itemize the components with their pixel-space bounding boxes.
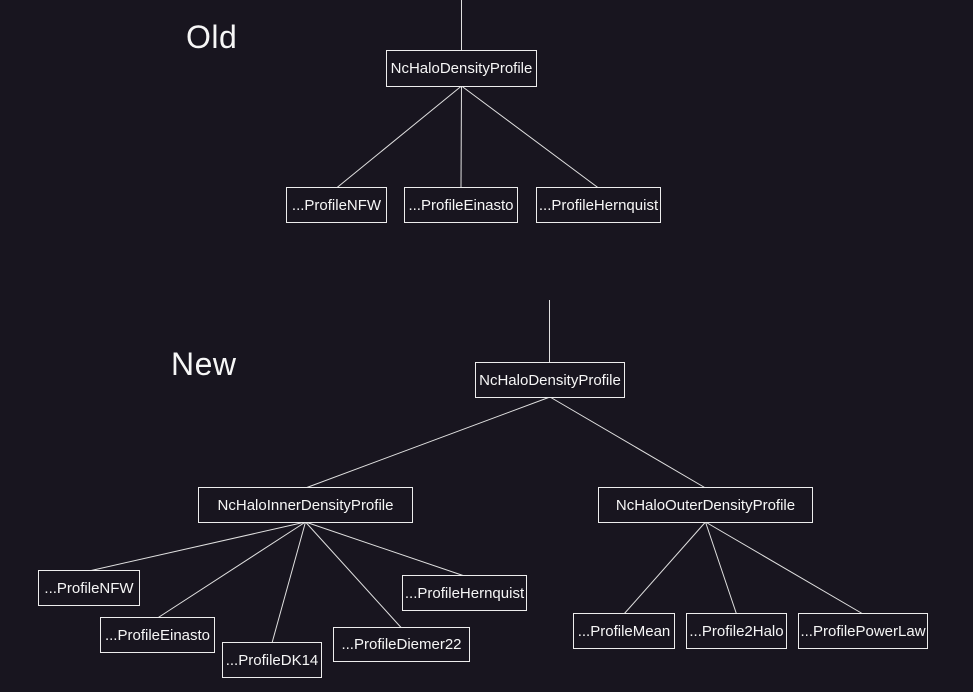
edge-inner-to-hernquist	[305, 521, 465, 577]
node-new-profile-diemer22: ...ProfileDiemer22	[333, 627, 470, 662]
edge-outer-to-mean	[623, 521, 706, 615]
node-new-profile-2halo: ...Profile2Halo	[686, 613, 787, 649]
node-old-profile-einasto: ...ProfileEinasto	[404, 187, 518, 223]
edge-outer-to-2halo	[705, 521, 737, 615]
node-new-profile-mean: ...ProfileMean	[573, 613, 675, 649]
node-old-nc-halo-density-profile: NcHaloDensityProfile	[386, 50, 537, 87]
node-new-nc-halo-inner-density-profile: NcHaloInnerDensityProfile	[198, 487, 413, 523]
edge-old-root-to-nfw	[336, 85, 462, 189]
node-new-profile-powerlaw: ...ProfilePowerLaw	[798, 613, 928, 649]
edge-old-root-to-hernquist	[461, 85, 599, 189]
node-new-profile-nfw: ...ProfileNFW	[38, 570, 140, 606]
node-old-profile-nfw: ...ProfileNFW	[286, 187, 387, 223]
edge-old-root-to-einasto	[460, 85, 462, 189]
edge-new-root-to-inner	[305, 396, 551, 489]
node-new-nc-halo-outer-density-profile: NcHaloOuterDensityProfile	[598, 487, 813, 523]
node-new-profile-dk14: ...ProfileDK14	[222, 642, 322, 678]
edge-new-root-to-outer	[549, 396, 706, 489]
edge-inner-to-einasto	[157, 521, 306, 619]
edge-inner-to-dk14	[271, 521, 306, 644]
old-section-label: Old	[186, 19, 238, 55]
new-section-label: New	[171, 346, 237, 382]
node-new-nc-halo-density-profile: NcHaloDensityProfile	[475, 362, 625, 398]
edge-inner-to-nfw	[88, 521, 306, 572]
node-old-profile-hernquist: ...ProfileHernquist	[536, 187, 661, 223]
edge-outer-to-powerlaw	[705, 521, 864, 615]
node-new-profile-einasto: ...ProfileEinasto	[100, 617, 215, 653]
edge-inner-to-diemer22	[305, 521, 402, 629]
node-new-profile-hernquist: ...ProfileHernquist	[402, 575, 527, 611]
